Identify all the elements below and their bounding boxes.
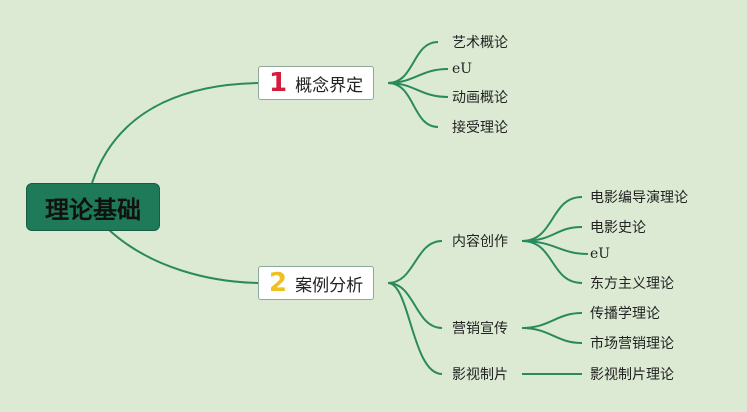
branch-label-2: 案例分析	[295, 275, 364, 296]
link-b2-group-1	[387, 240, 443, 284]
link-g1-leaf-4	[521, 240, 583, 284]
leaf-g2-1: 传播学理论	[590, 306, 660, 322]
link-b2-group-3	[387, 282, 443, 375]
leaf-b1-4: 接受理论	[452, 120, 508, 136]
leaf-b1-2: eU	[452, 61, 473, 77]
root-node: 理论基础	[26, 183, 160, 231]
leaf-g1-4: 东方主义理论	[590, 276, 674, 292]
link-b1-child-4	[387, 82, 439, 128]
link-root-branch1	[91, 82, 259, 184]
group-node-1: 内容创作	[452, 234, 508, 250]
leaf-g1-1: 电影编导演理论	[590, 190, 688, 206]
leaf-b1-1: 艺术概论	[452, 35, 508, 51]
link-g2-leaf-1	[521, 312, 583, 329]
link-g1-leaf-1	[521, 196, 583, 242]
link-g2-leaf-2	[521, 327, 583, 344]
branch-number-2: 2	[269, 268, 288, 298]
link-b1-child-1	[387, 41, 439, 84]
leaf-g2-2: 市场营销理论	[590, 336, 674, 352]
leaf-g1-2: 电影史论	[590, 220, 646, 236]
group-node-2: 营销宣传	[452, 321, 508, 337]
leaf-g3-1: 影视制片理论	[590, 367, 674, 383]
branch-number-1: 1	[269, 68, 288, 98]
branch-node-2: 2 案例分析	[258, 266, 375, 300]
leaf-b1-3: 动画概论	[452, 90, 508, 106]
group-node-3: 影视制片	[452, 367, 508, 383]
leaf-g1-3: eU	[590, 246, 611, 262]
branch-node-1: 1 概念界定	[258, 66, 375, 100]
link-b2-group-2	[387, 282, 443, 329]
branch-label-1: 概念界定	[295, 75, 364, 96]
link-root-branch2	[107, 228, 259, 284]
